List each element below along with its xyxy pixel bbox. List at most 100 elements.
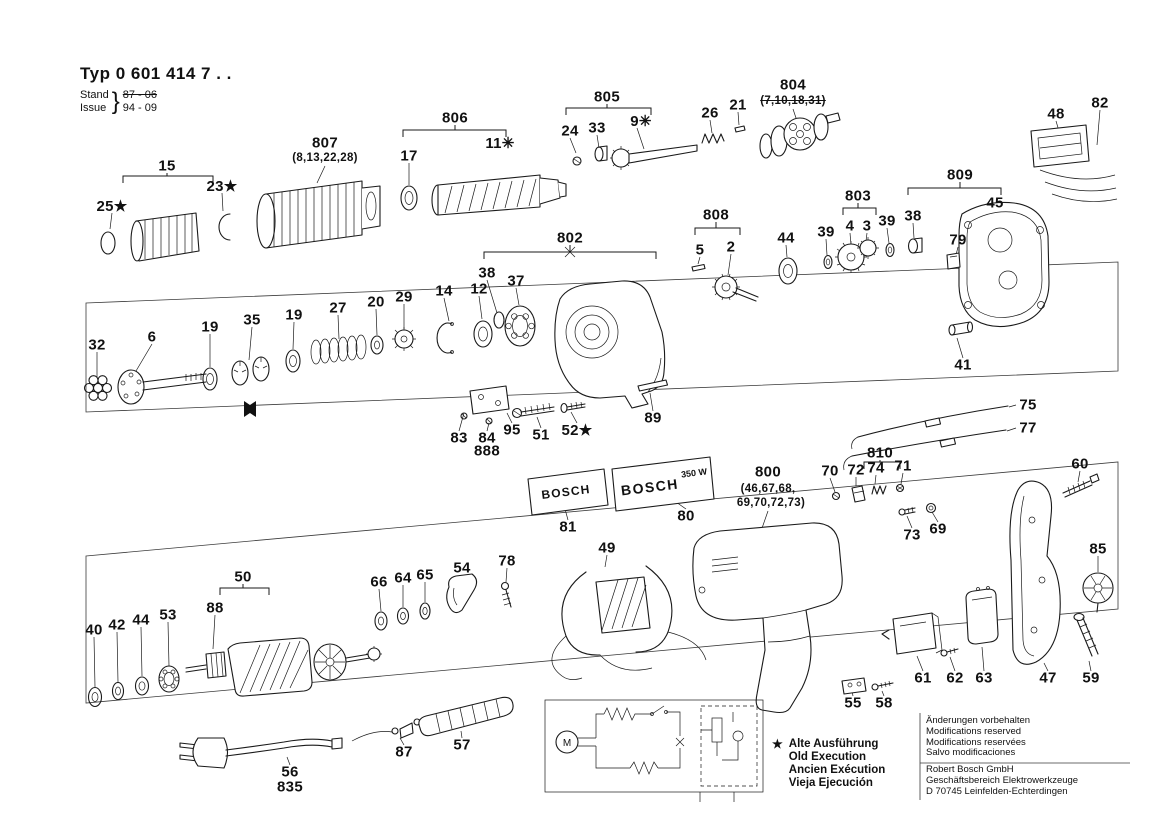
part-label-7-10-18-31: (7,10,18,31) bbox=[760, 95, 826, 107]
part-screw-83 bbox=[460, 412, 468, 420]
part-label-49: 49 bbox=[598, 539, 616, 557]
part-label-2: 2 bbox=[726, 238, 736, 256]
part-clamp-55 bbox=[841, 677, 867, 695]
part-label-71: 71 bbox=[894, 457, 912, 475]
type-number-line: Typ 0 601 414 7 . . bbox=[80, 64, 232, 84]
footnote-line-de: Alte Ausführung bbox=[788, 738, 879, 750]
part-washer-39b bbox=[885, 242, 895, 258]
part-label-9: 9✳ bbox=[630, 113, 652, 130]
legal-block: Änderungen vorbehalten Modifications res… bbox=[926, 715, 1078, 798]
part-label-35: 35 bbox=[243, 311, 261, 329]
part-label-64: 64 bbox=[394, 569, 412, 587]
part-label-66: 66 bbox=[370, 573, 388, 591]
part-label-6: 6 bbox=[147, 328, 157, 346]
part-label-69: 69 bbox=[929, 520, 947, 538]
cut-mark bbox=[244, 401, 256, 417]
part-washer-66 bbox=[374, 611, 388, 631]
part-sleeve-38b bbox=[907, 237, 923, 254]
company-name: Robert Bosch GmbH bbox=[926, 764, 1014, 776]
part-label-14: 14 bbox=[435, 282, 453, 300]
part-spring-26 bbox=[701, 133, 725, 144]
part-label-69-70-72-73: 69,70,72,73) bbox=[736, 497, 806, 509]
issue-value: 94 - 09 bbox=[122, 102, 158, 114]
plate-81: BOSCH bbox=[527, 468, 609, 516]
part-washer-39a bbox=[823, 254, 833, 270]
part-brush-screw-70 bbox=[831, 491, 841, 501]
part-label-802: 802 bbox=[557, 229, 583, 247]
part-snap-ring-23 bbox=[218, 213, 231, 241]
part-fan-85 bbox=[1082, 572, 1114, 613]
part-spindle-806 bbox=[431, 174, 567, 216]
part-label-87: 87 bbox=[395, 743, 413, 761]
part-bracket-79 bbox=[946, 252, 961, 270]
part-label-19: 19 bbox=[285, 306, 303, 324]
part-cord-56 bbox=[179, 737, 343, 769]
company-block: Robert Bosch GmbH Geschäftsbereich Elekt… bbox=[926, 764, 1078, 797]
legal-rules bbox=[919, 713, 1130, 800]
part-gears-803 bbox=[835, 237, 879, 273]
part-label-888: 888 bbox=[474, 442, 500, 460]
part-label-59: 59 bbox=[1082, 669, 1100, 687]
part-plate-95 bbox=[469, 385, 510, 415]
part-label-56: 56 bbox=[281, 763, 299, 781]
part-housing-800 bbox=[692, 522, 843, 714]
part-label-45: 45 bbox=[986, 194, 1004, 212]
part-label-47: 47 bbox=[1039, 669, 1057, 687]
part-label-20: 20 bbox=[367, 293, 385, 311]
part-label-51: 51 bbox=[532, 426, 550, 444]
part-label-75: 75 bbox=[1019, 396, 1037, 414]
type-label: Typ bbox=[80, 64, 111, 83]
part-label-79: 79 bbox=[949, 231, 967, 249]
part-suppressor-63 bbox=[965, 586, 999, 645]
part-screw-71 bbox=[895, 483, 905, 493]
part-screw-62 bbox=[940, 647, 959, 657]
part-label-19: 19 bbox=[201, 318, 219, 336]
issue-label: Issue bbox=[80, 102, 107, 114]
bosch-logo-text: BOSCH bbox=[541, 482, 592, 502]
part-gear-2 bbox=[712, 273, 759, 302]
part-label-73: 73 bbox=[903, 526, 921, 544]
part-label-80: 80 bbox=[677, 507, 695, 525]
legal-line-en: Modifications reserved bbox=[926, 725, 1022, 737]
part-label-40: 40 bbox=[85, 621, 103, 639]
part-label-83: 83 bbox=[450, 429, 468, 447]
part-label-85: 85 bbox=[1089, 540, 1107, 558]
legal-line-de: Änderungen vorbehalten bbox=[926, 715, 1031, 726]
part-ring-17 bbox=[400, 185, 418, 211]
part-label-55: 55 bbox=[844, 694, 862, 712]
part-gear-shaft-9 bbox=[610, 144, 698, 170]
part-label-77: 77 bbox=[1019, 419, 1037, 437]
part-label-54: 54 bbox=[453, 559, 471, 577]
wattage-text: 350 W bbox=[680, 466, 708, 479]
part-label-33: 33 bbox=[588, 119, 606, 137]
part-label-41: 41 bbox=[954, 356, 972, 374]
footnote-line-en: Old Execution bbox=[788, 751, 867, 763]
part-washer-20 bbox=[370, 335, 384, 355]
part-bearing-37 bbox=[504, 305, 536, 347]
part-label-808: 808 bbox=[703, 206, 729, 224]
group-brackets bbox=[122, 104, 1002, 595]
part-label-29: 29 bbox=[395, 288, 413, 306]
part-washer-44c bbox=[134, 676, 150, 696]
part-clutch-804 bbox=[759, 112, 841, 159]
part-screw-84 bbox=[485, 417, 493, 425]
part-label-74: 74 bbox=[867, 459, 885, 477]
part-discs-35 bbox=[231, 356, 270, 386]
part-pin-89 bbox=[637, 379, 669, 392]
part-sleeve-807 bbox=[256, 180, 381, 249]
part-label-25: 25★ bbox=[96, 198, 128, 215]
part-label-58: 58 bbox=[875, 694, 893, 712]
part-label-61: 61 bbox=[914, 669, 932, 687]
part-ring-12 bbox=[473, 320, 493, 348]
part-washer-42 bbox=[111, 681, 125, 701]
part-clip-54 bbox=[446, 573, 478, 614]
part-label-81: 81 bbox=[559, 518, 577, 536]
part-label-806: 806 bbox=[442, 109, 468, 127]
part-pin-5 bbox=[691, 263, 706, 272]
stand-label: Stand bbox=[80, 89, 109, 101]
cables-75-77 bbox=[843, 405, 1009, 471]
part-label-835: 835 bbox=[277, 778, 303, 796]
footnote-line-es: Vieja Ejecución bbox=[788, 777, 873, 789]
